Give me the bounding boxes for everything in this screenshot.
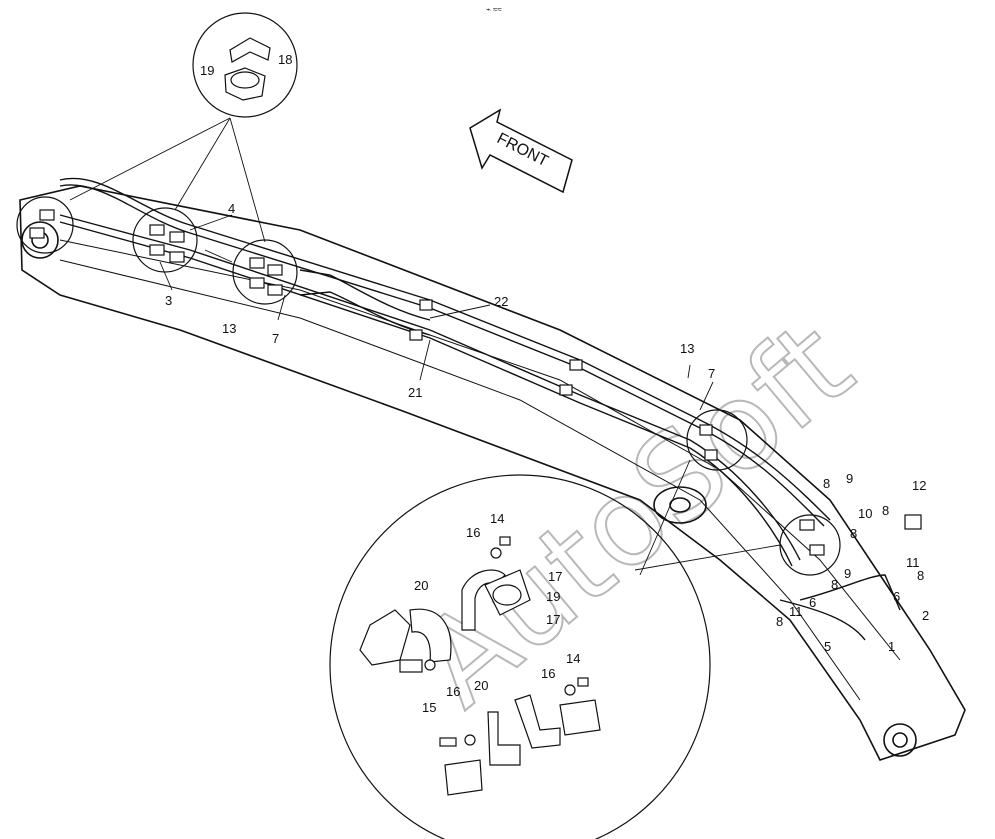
callout-22: 22 [494, 294, 508, 309]
callout-labels: 18 19 4 3 13 7 22 21 13 7 8 9 10 8 12 8 … [165, 52, 929, 715]
callout-10: 10 [858, 506, 872, 521]
callout-7: 7 [272, 331, 279, 346]
callout-5: 5 [824, 639, 831, 654]
callout-8: 8 [882, 503, 889, 518]
callout-1: 1 [888, 639, 895, 654]
callout-14: 14 [566, 651, 580, 666]
callout-20: 20 [474, 678, 488, 693]
callout-14: 14 [490, 511, 504, 526]
callout-11: 11 [789, 604, 803, 619]
callout-11: 11 [906, 555, 920, 570]
callout-4: 4 [228, 201, 235, 216]
detail-rings [16, 12, 841, 839]
callout-8: 8 [776, 614, 783, 629]
top-detail-clamp [224, 37, 271, 101]
callout-17: 17 [546, 612, 560, 627]
front-arrow: FRONT [469, 108, 573, 194]
callout-19: 19 [200, 63, 214, 78]
callout-18: 18 [278, 52, 292, 67]
callout-3: 3 [165, 293, 172, 308]
callout-6: 6 [893, 589, 900, 604]
callout-7: 7 [708, 366, 715, 381]
callout-9: 9 [844, 566, 851, 581]
callout-13: 13 [680, 341, 694, 356]
callout-8: 8 [831, 577, 838, 592]
leader-lines [69, 117, 781, 576]
callout-20: 20 [414, 578, 428, 593]
callout-17: 17 [548, 569, 562, 584]
callout-13: 13 [222, 321, 236, 336]
header-mark: ⌁ ≈≈ [486, 5, 502, 14]
callout-2: 2 [922, 608, 929, 623]
callout-21: 21 [408, 385, 422, 400]
callout-16: 16 [466, 525, 480, 540]
callout-6: 6 [809, 595, 816, 610]
hydraulic-pipes [59, 177, 901, 641]
callout-19: 19 [546, 589, 560, 604]
bottom-detail-parts [359, 536, 601, 796]
callout-12: 12 [912, 478, 926, 493]
callout-8: 8 [823, 476, 830, 491]
callout-16: 16 [446, 684, 460, 699]
callout-8: 8 [917, 568, 924, 583]
callout-15: 15 [422, 700, 436, 715]
callout-8: 8 [850, 526, 857, 541]
callout-16: 16 [541, 666, 555, 681]
callout-9: 9 [846, 471, 853, 486]
pipe-clamps [29, 209, 922, 556]
